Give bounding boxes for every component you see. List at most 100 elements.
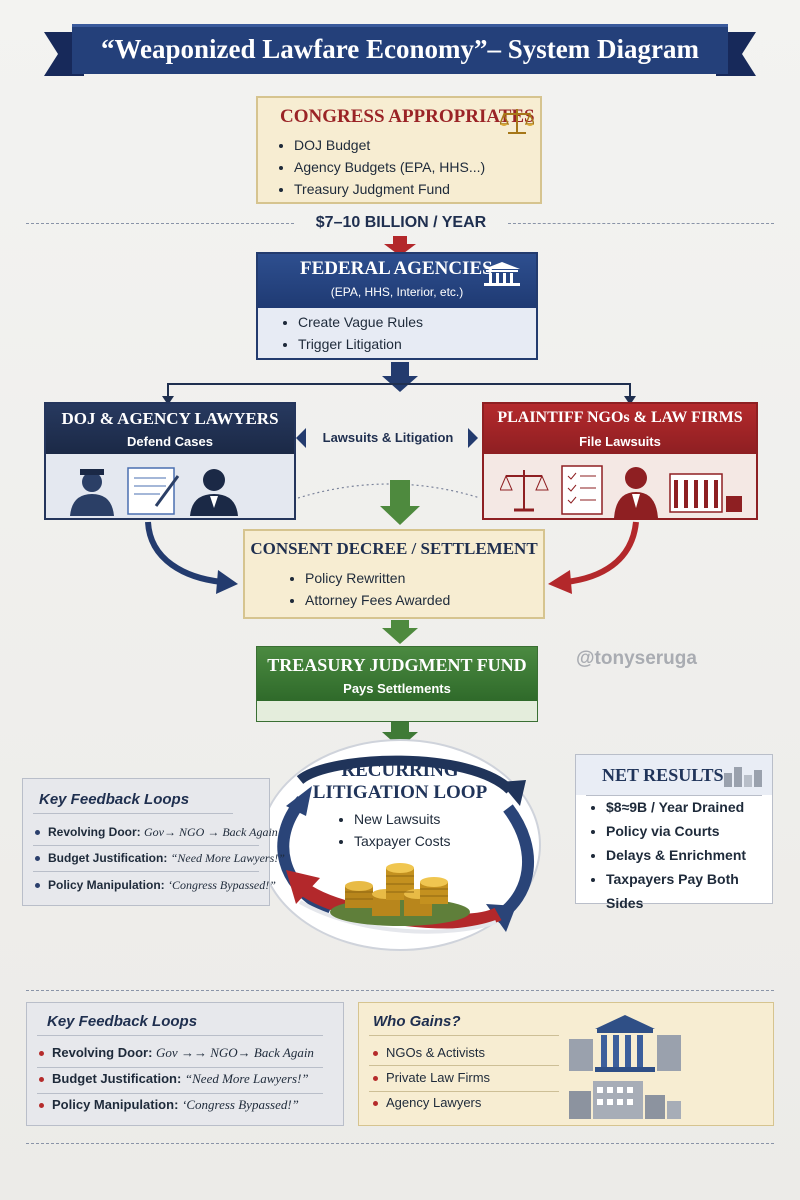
chevron-left-arrow [296,428,306,448]
congress-box: CONGRESS APPROPRIATES DOJ Budget Agency … [256,96,542,204]
building-icon [482,261,522,287]
doj-subheading: Defend Cases [127,434,213,449]
arrow-consent-to-treasury [382,620,418,644]
doj-heading: DOJ & AGENCY LAWYERS [61,409,279,428]
scales-icon [499,470,549,512]
feedback-left-panel: Key Feedback Loops Revolving Door: Gov→ … [22,778,285,906]
office-buildings-icon [569,1077,681,1119]
funding-label: $7–10 BILLION / YEAR [315,214,487,231]
agencies-subheading: (EPA, HHS, Interior, etc.) [330,285,464,299]
list-item: Agency Budgets (EPA, HHS...) [294,156,485,178]
feedback-left-item-1: Revolving Door: Gov→ NGO → Back Again [35,823,278,842]
checklist-icon [561,465,603,515]
feedback-bottom-heading: Key Feedback Loops [47,1013,198,1030]
arrow-treasury-to-loop [382,722,418,748]
feedback-bottom-item-2: Budget Justification: “Need More Lawyers… [39,1069,309,1088]
list-item: Trigger Litigation [298,333,423,355]
congress-heading: CONGRESS APPROPRIATES [280,106,535,127]
scales-icon [498,106,536,136]
list-item: Policy via Courts [606,819,772,843]
loop-heading-line1: RECURRING [341,760,459,781]
agencies-list: Create Vague Rules Trigger Litigation [280,311,423,355]
lawyers-illustration [56,458,284,518]
arrow-congress-to-agencies [384,236,416,256]
curve-plaintiff-arrowhead [548,570,572,594]
list-item: Taxpayer Costs [354,830,450,852]
loop-arc-red-head [286,870,320,904]
doj-box: DOJ & AGENCY LAWYERS Defend Cases [44,402,296,520]
list-item: $8≈9B / Year Drained [606,795,772,819]
funding-divider-left [26,223,294,224]
chevron-right-arrow [468,428,478,448]
agencies-box: FEDERAL AGENCIES (EPA, HHS, Interior, et… [256,252,538,360]
net-results-heading: NET RESULTS [602,765,724,785]
who-gains-item-2: Private Law Firms [373,1068,490,1087]
bottom-divider-top [26,990,774,991]
title-ribbon-shape [44,24,756,76]
government-building-icon [569,1011,681,1073]
list-item: DOJ Budget [294,134,485,156]
loop-arc-navy-head [500,780,526,806]
attorney-icon [614,467,658,518]
list-item: Attorney Fees Awarded [305,589,450,611]
congress-list: DOJ Budget Agency Budgets (EPA, HHS...) … [276,134,485,200]
feedback-left-item-2: Budget Justification: “Need More Lawyers… [35,849,285,868]
list-item: Taxpayers Pay Both Sides [606,867,772,915]
plaintiff-subheading: File Lawsuits [579,434,661,449]
loop-heading-line2: LITIGATION LOOP [312,782,488,803]
plaintiff-box: PLAINTIFF NGOs & LAW FIRMS File Lawsuits [482,402,758,520]
loop-arc-left-head [286,786,312,816]
who-gains-panel: Who Gains? NGOs & Activists Private Law … [358,1002,774,1126]
treasury-heading: TREASURY JUDGMENT FUND [267,655,527,675]
lawsuits-label: Lawsuits & Litigation [322,430,454,445]
dotted-arc [297,483,481,499]
funding-divider-right [508,223,774,224]
title-banner: “Weaponized Lawfare Economy”– System Dia… [44,20,756,82]
feedback-left-heading: Key Feedback Loops [39,791,190,808]
watermark-handle: @tonyseruga [576,648,697,669]
plaintiff-header [484,404,756,454]
loop-arc-navy [296,755,514,794]
treasury-subheading: Pays Settlements [343,681,451,696]
bottom-divider-bottom [26,1143,774,1144]
doj-header [46,404,294,454]
consent-box: CONSENT DECREE / SETTLEMENT Policy Rewri… [243,529,545,619]
split-arrow-left [162,396,174,405]
consent-list: Policy Rewritten Attorney Fees Awarded [287,567,450,611]
list-item: Policy Rewritten [305,567,450,589]
curve-plaintiff-to-consent [565,521,639,585]
feedback-bottom-item-1: Revolving Door: Gov →→ NGO→ Back Again [39,1043,314,1062]
arrow-to-consent [380,480,420,525]
consent-heading: CONSENT DECREE / SETTLEMENT [250,539,538,558]
list-item: Treasury Judgment Fund [294,178,485,200]
page-title: “Weaponized Lawfare Economy”– System Dia… [101,34,699,64]
feedback-left-item-3: Policy Manipulation: ‘Congress Bypassed!… [35,876,276,895]
split-line [167,383,631,398]
who-gains-item-3: Agency Lawyers [373,1093,481,1112]
treasury-box: TREASURY JUDGMENT FUND Pays Settlements [256,646,538,722]
lawyer-icon [190,469,238,516]
city-skyline-icon [720,761,768,789]
who-gains-heading: Who Gains? [373,1013,461,1030]
split-arrow-right [624,396,636,405]
curve-doj-to-consent [145,521,223,585]
list-item: New Lawsuits [354,808,450,830]
agencies-heading: FEDERAL AGENCIES [300,258,493,279]
plaintiff-heading: PLAINTIFF NGOs & LAW FIRMS [497,409,743,426]
loop-list: New Lawsuits Taxpayer Costs [336,808,450,852]
courthouse-icon [669,473,742,513]
list-item: Delays & Enrichment [606,843,772,867]
who-gains-item-1: NGOs & Activists [373,1043,485,1062]
document-icon [127,467,180,515]
arrow-agencies-down [382,362,418,392]
list-item: Create Vague Rules [298,311,423,333]
plaintiff-illustration [499,460,744,518]
net-results-panel: NET RESULTS $8≈9B / Year Drained Policy … [575,754,773,911]
feedback-bottom-item-3: Policy Manipulation: ‘Congress Bypassed!… [39,1095,299,1114]
curve-doj-arrowhead [216,570,238,594]
net-results-list: $8≈9B / Year Drained Policy via Courts D… [588,795,772,915]
feedback-bottom-panel: Key Feedback Loops Revolving Door: Gov →… [26,1002,344,1126]
coin-stack-icon [330,863,470,926]
